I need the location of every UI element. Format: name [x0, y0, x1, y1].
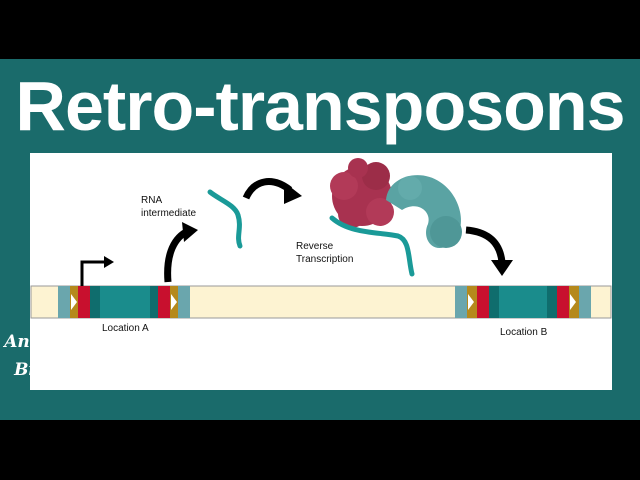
- diagram-panel: [30, 153, 612, 390]
- location-b-label: Location B: [500, 327, 548, 338]
- curved-arrow-down: [465, 226, 506, 263]
- reverse-transcriptase-enzyme: [330, 158, 462, 248]
- rna-intermediate-strand: [207, 189, 243, 249]
- location-a-label: Location A: [102, 323, 149, 334]
- curved-arrow-top: [242, 178, 293, 200]
- transposon-location-a: [58, 286, 190, 318]
- logo-line2: Biology: [14, 360, 86, 380]
- promoter-arrow: [80, 260, 104, 286]
- reverse-transcription-label: Reverse Transcription: [296, 240, 353, 266]
- page-title: Retro-transposons: [15, 67, 625, 145]
- cdna-strand: [329, 215, 415, 277]
- curved-arrow-up: [164, 228, 188, 283]
- reverse-transcription-line1: Reverse: [296, 241, 334, 252]
- rna-intermediate-label: RNA intermediate: [141, 194, 196, 220]
- animated-biology-logo: Animated Biology: [2, 324, 98, 390]
- reverse-transcription-line2: Transcription: [296, 254, 354, 265]
- logo-line1: Animated: [4, 332, 96, 352]
- rna-label-line1: RNA: [141, 195, 163, 206]
- transposon-location-b: [455, 286, 591, 318]
- rna-label-line2: intermediate: [141, 208, 197, 219]
